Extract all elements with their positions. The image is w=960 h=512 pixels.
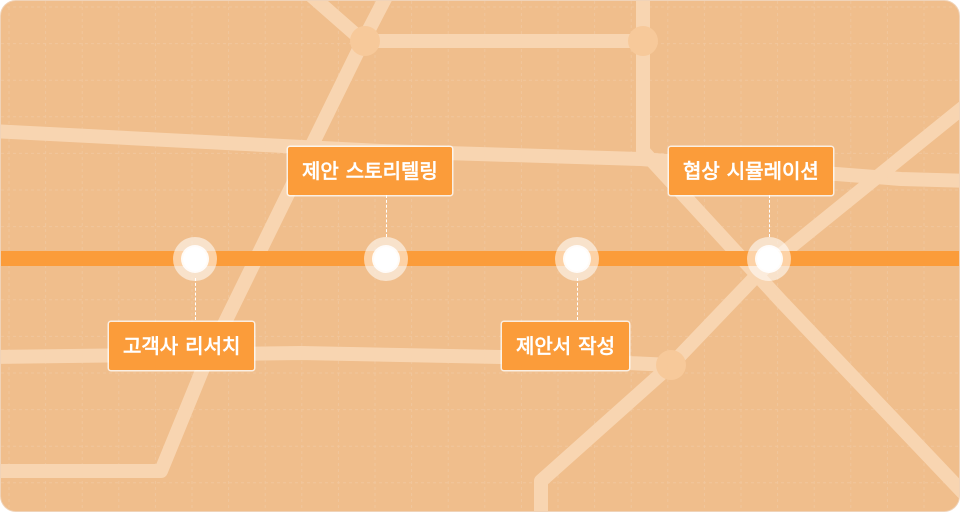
step-label-negotiation-simulation: 협상 시뮬레이션	[669, 147, 833, 195]
step-label-proposal-writing: 제안서 작성	[502, 322, 629, 370]
route-d	[636, 34, 959, 499]
connector-3	[577, 278, 578, 320]
timeline-stop-4	[747, 237, 791, 281]
step-label-customer-research: 고객사 리서치	[109, 322, 255, 370]
route-node	[350, 26, 380, 56]
stop-dot	[757, 247, 781, 271]
stop-dot	[183, 247, 207, 271]
connector-2	[386, 195, 387, 237]
timeline-stop-2	[364, 237, 408, 281]
route-node	[628, 26, 658, 56]
connector-4	[769, 195, 770, 237]
stop-dot	[374, 247, 398, 271]
step-label-proposal-storytelling: 제안 스토리텔링	[288, 147, 452, 195]
timeline-stop-1	[173, 237, 217, 281]
timeline-main-line	[1, 251, 959, 266]
route-b	[306, 1, 650, 48]
connector-1	[195, 278, 196, 320]
timeline-stop-3	[555, 237, 599, 281]
route-node	[656, 350, 686, 380]
stop-dot	[565, 247, 589, 271]
route-a	[1, 1, 392, 478]
